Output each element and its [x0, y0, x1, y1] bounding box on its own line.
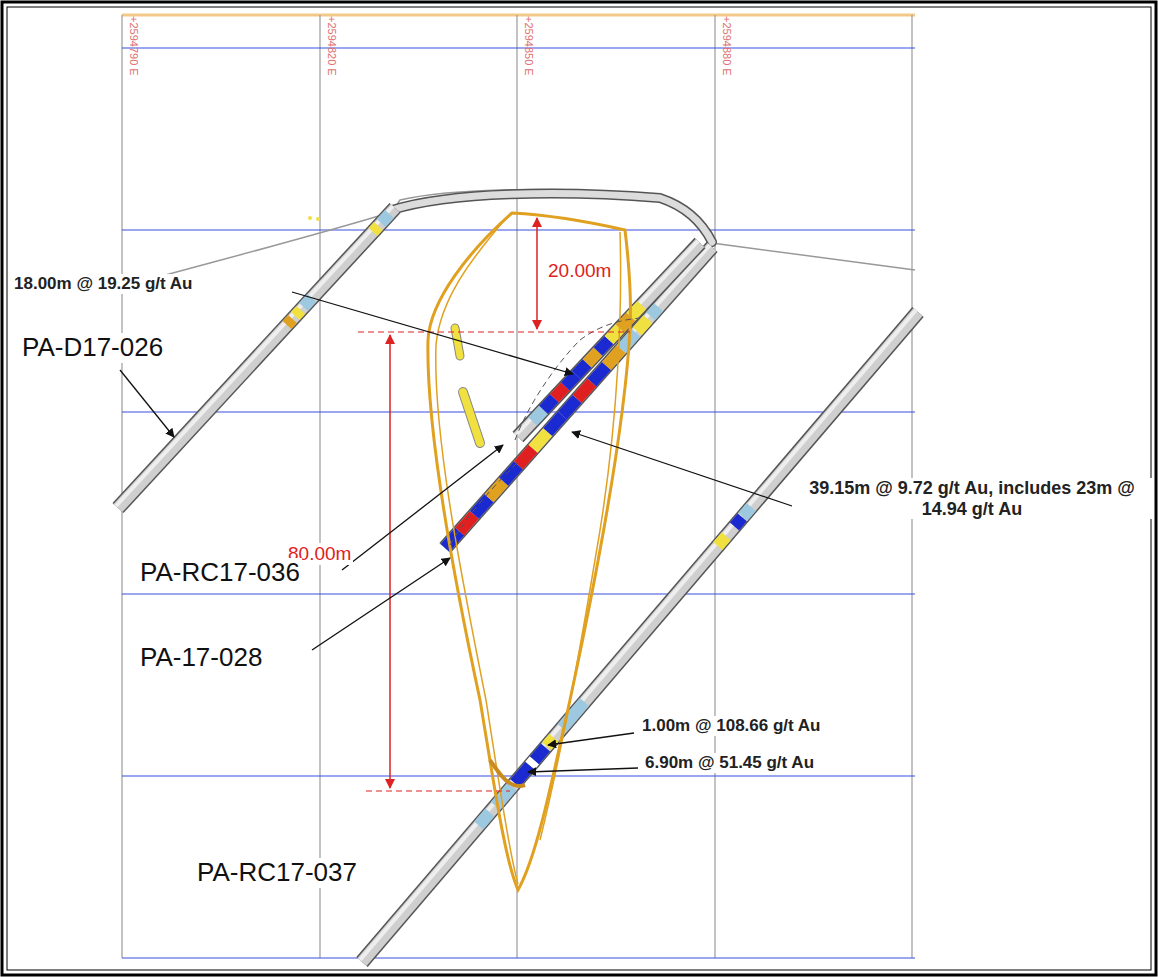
callout-label: 1.00m @ 108.66 g/t Au: [640, 716, 822, 736]
coordinate-label: +2594850 E: [522, 16, 535, 76]
top-border: [122, 14, 915, 17]
coordinate-label: +2594790 E: [127, 16, 140, 76]
coordinate-label: +2594820 E: [325, 16, 338, 76]
ore-body: [428, 213, 631, 890]
dimension-label: 20.00m: [546, 260, 613, 282]
inner-frame: [7, 7, 1151, 970]
callout-label: 6.90m @ 51.45 g/t Au: [643, 753, 816, 773]
projection-line: [515, 318, 640, 440]
callout-label: PA-RC17-036: [138, 558, 302, 588]
leader-lines: [120, 292, 798, 772]
drill-holes: [116, 206, 918, 962]
projection-line: [450, 460, 520, 545]
coordinate-label: +2594880 E: [720, 16, 733, 76]
callout-label: 39.15m @ 9.72 g/t Au, includes 23m @ 14.…: [792, 478, 1152, 519]
callout-label: PA-17-028: [138, 643, 264, 673]
dimensions: [358, 218, 630, 791]
callout-label: PA-D17-026: [20, 333, 165, 363]
sample-markers: [308, 216, 480, 443]
callout-label: 18.00m @ 19.25 g/t Au: [12, 274, 194, 294]
callout-label: PA-RC17-037: [195, 858, 359, 888]
topography: [122, 189, 915, 287]
